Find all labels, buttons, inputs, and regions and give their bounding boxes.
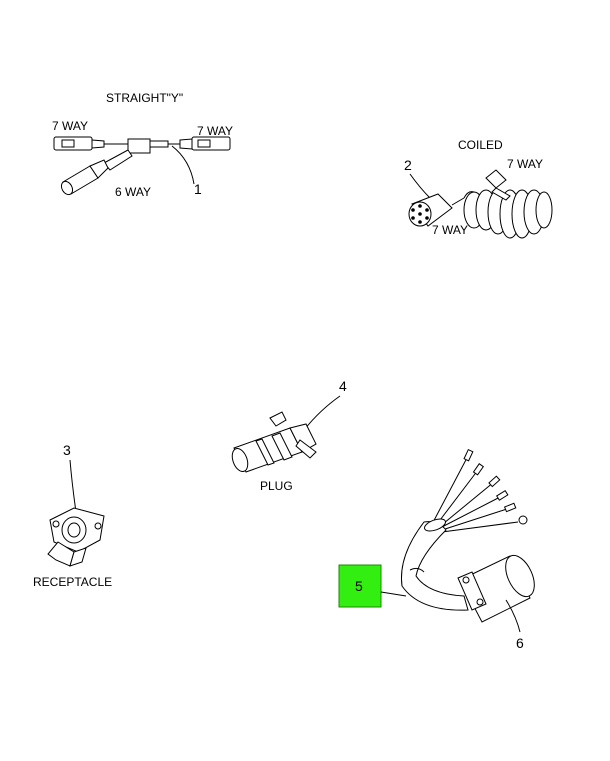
straight-y-label: STRAIGHT"Y" (106, 91, 183, 105)
coiled-cable[interactable]: COILED 7 WAY 7 WAY 2 (404, 138, 553, 239)
harness-wires-illustration (429, 448, 528, 533)
callout-4[interactable]: 4 (339, 378, 347, 394)
receptacle-part[interactable]: 3 RECEPTACLE (33, 442, 112, 589)
straight-y-cable[interactable]: STRAIGHT"Y" 7 WAY 7 WAY 6 WAY (52, 91, 233, 199)
receptacle-illustration (47, 507, 105, 567)
seven-way-left-label: 7 WAY (52, 119, 88, 133)
callout-5-highlight[interactable] (338, 564, 382, 608)
left-plug-illustration (53, 136, 128, 151)
harness-cable-illustration (400, 518, 469, 611)
callout-3-leader (69, 459, 77, 513)
callout-6-leader (505, 599, 521, 633)
right-plug-illustration (168, 136, 231, 151)
harness-part[interactable]: 5 6 (338, 448, 540, 651)
callout-1-leader (171, 145, 195, 185)
coiled-seven-way-bottom-label: 7 WAY (432, 223, 468, 237)
callout-2-leader (409, 173, 431, 199)
y-junction-illustration (103, 138, 169, 171)
coiled-label: COILED (458, 138, 503, 152)
callout-5-leader (380, 591, 407, 597)
seven-way-right-label: 7 WAY (197, 124, 233, 138)
plug-label: PLUG (260, 479, 293, 493)
plug-part[interactable]: 4 PLUG (229, 378, 347, 493)
plug-illustration (231, 411, 317, 473)
six-way-label: 6 WAY (115, 185, 151, 199)
callout-4-leader (303, 395, 341, 431)
six-way-plug-illustration (60, 159, 109, 196)
callout-6[interactable]: 6 (516, 635, 524, 651)
callout-5[interactable]: 5 (355, 578, 363, 594)
receptacle-label: RECEPTACLE (33, 575, 112, 589)
callout-1[interactable]: 1 (194, 181, 202, 197)
coiled-seven-way-top-label: 7 WAY (507, 157, 543, 171)
coiled-end-plug-illustration (485, 169, 511, 201)
callout-2[interactable]: 2 (404, 157, 412, 173)
coiled-plug-illustration (408, 193, 465, 227)
coil-illustration (463, 189, 553, 239)
callout-3[interactable]: 3 (63, 442, 71, 458)
harness-housing-illustration (457, 554, 535, 623)
